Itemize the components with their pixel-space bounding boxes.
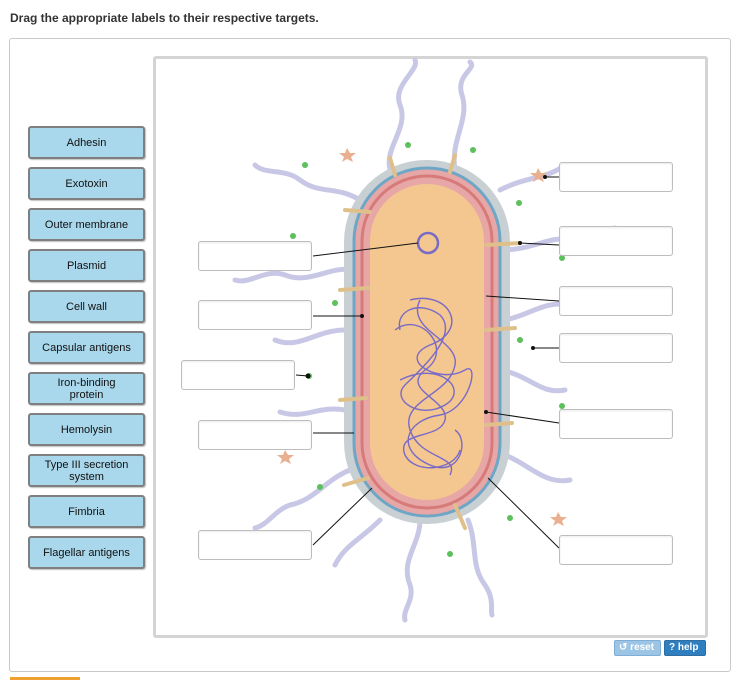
label-flagellar-antigens[interactable]: Flagellar antigens [28, 536, 145, 569]
refresh-icon: ↺ [619, 642, 628, 653]
drop-target-right-2[interactable] [559, 226, 673, 256]
drop-target-right-5[interactable] [559, 409, 673, 439]
drop-target-left-2[interactable] [198, 300, 312, 330]
label-type-iii-secretion-system[interactable]: Type III secretion system [28, 454, 145, 487]
submit-button-edge[interactable] [10, 677, 80, 680]
help-button[interactable]: ? help [664, 640, 706, 656]
drop-target-left-3[interactable] [181, 360, 295, 390]
exotoxin-stars [277, 148, 567, 526]
cytoplasm [370, 184, 484, 500]
label-iron-binding-protein[interactable]: Iron-binding protein [28, 372, 145, 405]
drop-target-right-6[interactable] [559, 535, 673, 565]
drop-target-right-1[interactable] [559, 162, 673, 192]
fimbriae [338, 153, 522, 530]
drop-target-left-4[interactable] [198, 420, 312, 450]
drop-target-left-1[interactable] [198, 241, 312, 271]
leader-endpoints [305, 175, 547, 414]
reset-label: reset [630, 642, 655, 653]
label-hemolysin[interactable]: Hemolysin [28, 413, 145, 446]
help-label: help [677, 642, 699, 653]
label-capsular-antigens[interactable]: Capsular antigens [28, 331, 145, 364]
reset-button[interactable]: ↺ reset [614, 640, 661, 656]
label-cell-wall[interactable]: Cell wall [28, 290, 145, 323]
label-adhesin[interactable]: Adhesin [28, 126, 145, 159]
drop-target-right-3[interactable] [559, 286, 673, 316]
nucleoid [394, 297, 473, 476]
drop-target-left-5[interactable] [198, 530, 312, 560]
inner-membrane [360, 174, 494, 510]
label-exotoxin[interactable]: Exotoxin [28, 167, 145, 200]
instructions-text: Drag the appropriate labels to their res… [10, 11, 319, 25]
question-icon: ? [669, 642, 676, 653]
drop-target-right-4[interactable] [559, 333, 673, 363]
leader-lines [295, 176, 560, 549]
label-outer-membrane[interactable]: Outer membrane [28, 208, 145, 241]
label-plasmid[interactable]: Plasmid [28, 249, 145, 282]
label-fimbria[interactable]: Fimbria [28, 495, 145, 528]
